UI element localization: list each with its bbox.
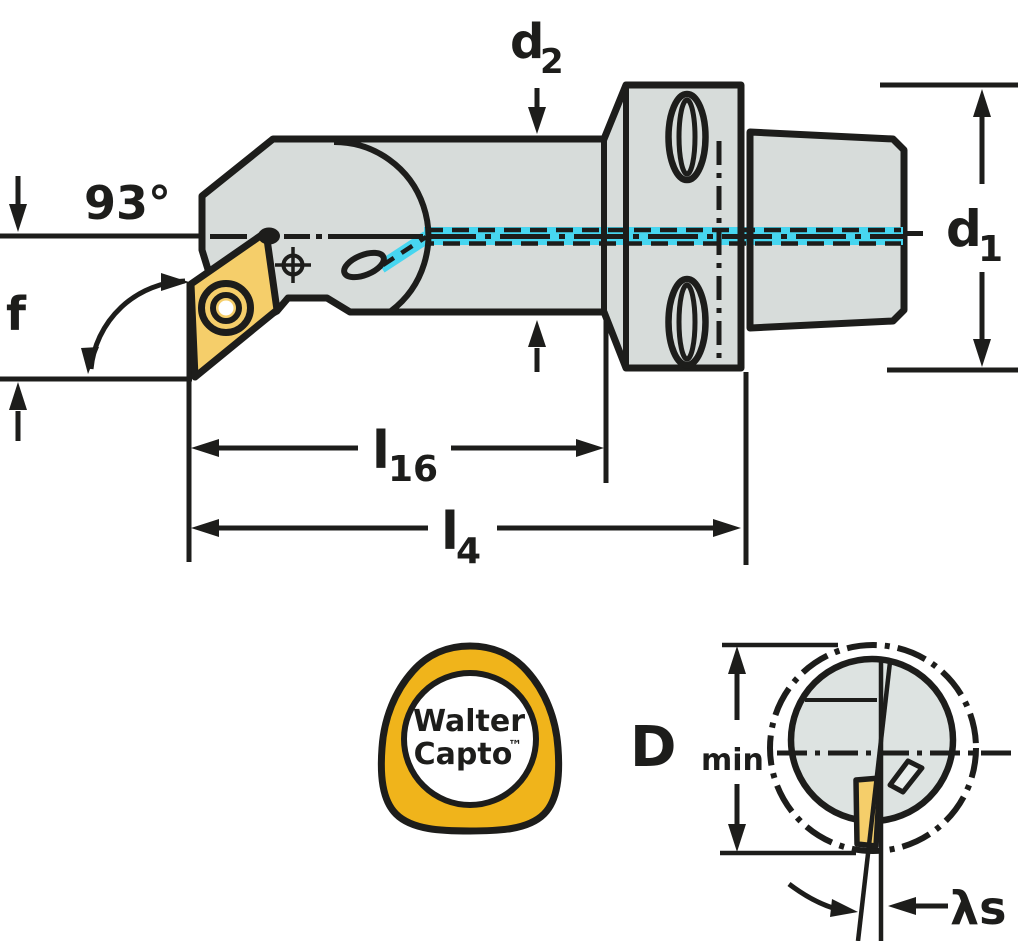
l16-dimension: l 16 (191, 404, 604, 490)
arrow-right-icon (713, 519, 741, 537)
arrow-down-icon (528, 107, 546, 134)
logo-line1: Walter (413, 704, 525, 739)
flange-slot-upper-inner (676, 97, 698, 177)
dmin-label-sub: min (701, 743, 764, 778)
dmin-label-box (699, 721, 755, 783)
walter-capto-logo: Walter Capto ™ (377, 642, 563, 835)
arrow-up-icon (973, 89, 991, 117)
l4-label-box (428, 487, 497, 573)
crosshair-lines (275, 247, 311, 283)
f-dimension: f (0, 176, 204, 441)
arrow-down-left-icon (81, 347, 99, 374)
logo-circle (401, 670, 539, 808)
tool-head-and-flange-outline (198, 81, 745, 372)
d2-dimension: d 2 (496, 0, 584, 372)
arrow-left-icon (888, 897, 916, 915)
l4-label-main: l (441, 502, 459, 562)
lambda-s-label: λs (950, 881, 1007, 935)
d2-label-box (496, 0, 584, 88)
d1-label-sub: 1 (978, 229, 1003, 270)
d1-dimension: d 1 (880, 82, 1024, 373)
insert-screw-center (218, 300, 234, 316)
dmin-circle-dashed (767, 642, 979, 854)
insert-nose-tip (258, 227, 280, 245)
arrow-up-icon (728, 646, 746, 674)
logo-trademark: ™ (508, 738, 522, 754)
lambda-s-annotation: λs (787, 881, 1007, 935)
coolant-nozzle-ellipse (341, 249, 387, 281)
logo-line2: Capto (414, 737, 513, 772)
l16-label-main: l (372, 421, 390, 481)
arrow-left-icon (191, 439, 219, 457)
d2-label-sub: 2 (540, 42, 564, 82)
cutting-insert (187, 227, 281, 381)
dmin-section-view: D min (630, 642, 1014, 941)
l4-dimension: l 4 (191, 487, 741, 573)
flange-slot-lower-inner (676, 282, 698, 362)
coolant-diagonal-dashes (381, 235, 428, 267)
lambda-inclined-line (855, 661, 893, 941)
approach-angle-annotation: 93° (81, 176, 189, 374)
crosshair-icon (275, 247, 311, 283)
flange-slot-upper (665, 90, 709, 184)
arrow-left-icon (191, 519, 219, 537)
l16-label-sub: 16 (388, 449, 438, 490)
insert-screw-outer-ring (198, 280, 254, 336)
d2-label-main: d (510, 14, 544, 70)
tool-body (198, 81, 908, 372)
flange-slot-lower (665, 275, 709, 369)
arrow-up-icon (528, 320, 546, 347)
l16-label-box (358, 404, 451, 490)
dmin-label-main: D (630, 715, 676, 780)
approach-angle-label: 93° (84, 176, 171, 230)
arrow-down-icon (9, 204, 27, 232)
insert-diamond (187, 228, 281, 381)
d1-label-main: d (946, 200, 982, 258)
head-boss-arc (333, 138, 432, 314)
d1-label-box (937, 184, 1024, 272)
section-chip-pocket (887, 758, 925, 795)
tool-body-details (210, 86, 923, 369)
arrow-right-icon (576, 439, 604, 457)
angle-arc (88, 278, 186, 370)
arrow-down-icon (728, 824, 746, 852)
arrow-right-icon (161, 273, 189, 291)
arrow-right-icon (830, 899, 858, 917)
arrow-up-icon (9, 382, 27, 410)
insert-screw-inner-ring (210, 292, 242, 324)
arrow-down-icon (973, 339, 991, 367)
l4-label-sub: 4 (456, 531, 481, 572)
f-label: f (6, 287, 27, 341)
